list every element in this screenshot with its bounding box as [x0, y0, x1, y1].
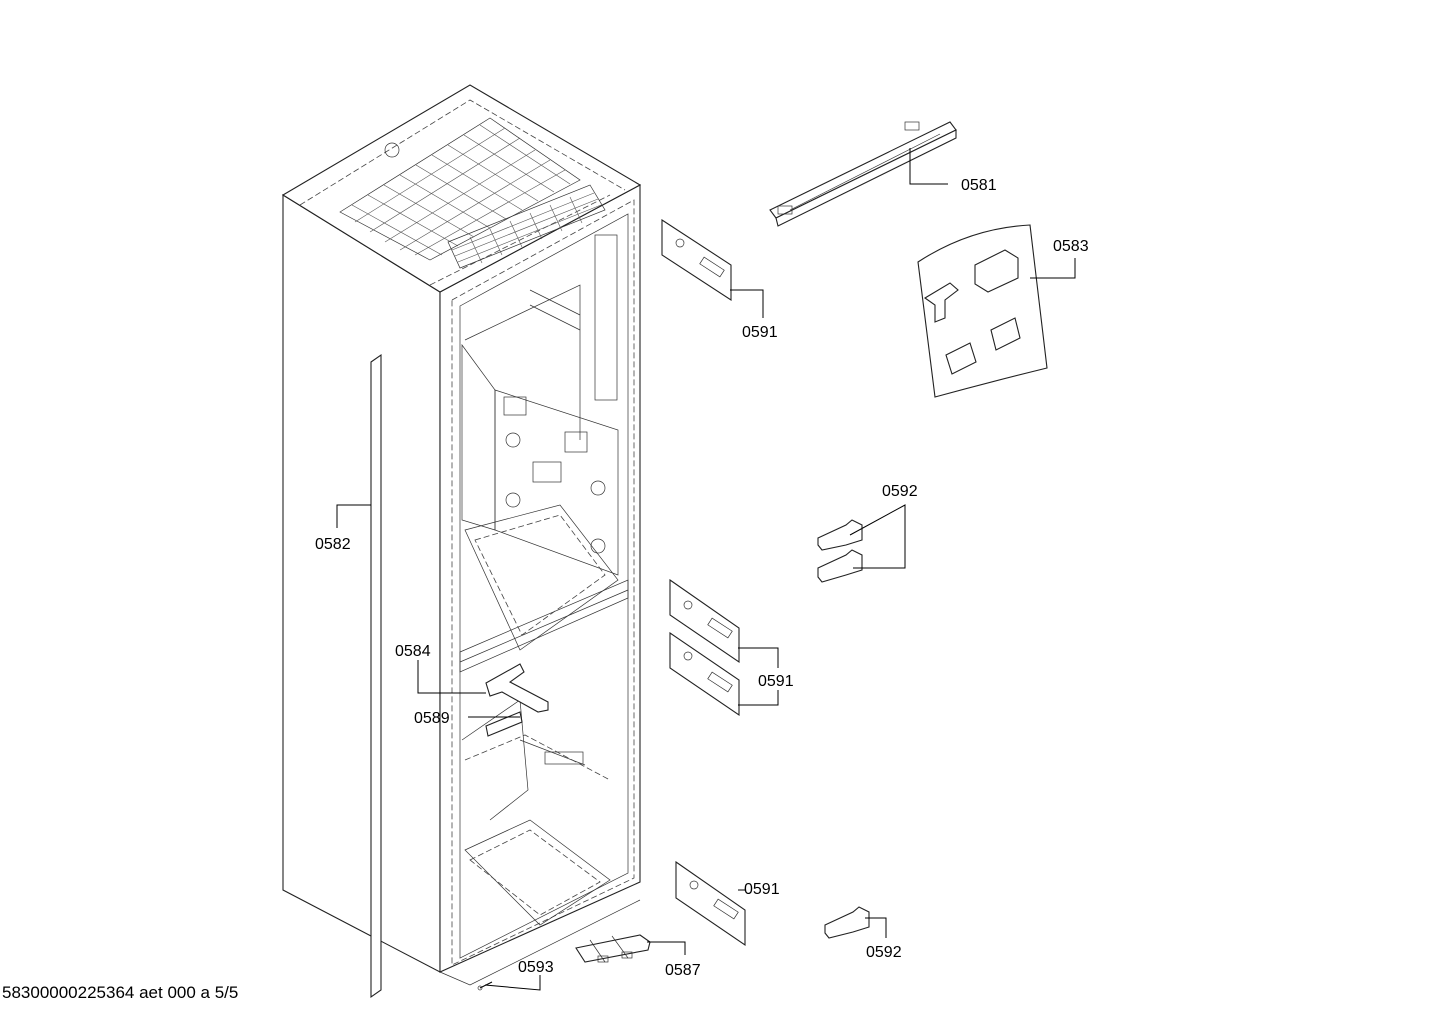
part-0591-hinge-plate-mid2: [669, 631, 740, 717]
part-0592-stopper-upper-a: [817, 519, 863, 551]
part-0591-hinge-plate-low: [675, 860, 746, 947]
top-grid-panel: [339, 117, 581, 261]
label-0592-low: 0592: [866, 944, 902, 961]
part-0581-top-rail: [769, 121, 957, 227]
part-0582-vertical-strip: [370, 353, 382, 999]
condenser-mesh: [447, 184, 606, 269]
part-0584-hinge: [485, 663, 549, 713]
part-0591-hinge-plate-top: [661, 218, 732, 302]
label-0592-upper: 0592: [882, 483, 918, 500]
label-0591-mid: 0591: [758, 673, 794, 690]
document-id-footer: 58300000225364 aet 000 a 5/5: [2, 983, 238, 1002]
label-0581: 0581: [961, 177, 997, 194]
part-0592-stopper-low: [824, 906, 870, 939]
label-0593: 0593: [518, 959, 554, 976]
part-labels: 0581 0583 0591 0582 0592 0584 0591 0589 …: [315, 177, 1089, 979]
refrigerator-cabinet: [281, 84, 642, 986]
label-0591-top: 0591: [742, 324, 778, 341]
part-0591-hinge-plate-mid1: [669, 578, 740, 664]
label-0591-low: 0591: [744, 881, 780, 898]
label-0589: 0589: [414, 710, 450, 727]
label-0583: 0583: [1053, 238, 1089, 255]
part-0593-screw: [477, 981, 493, 991]
label-0587: 0587: [665, 962, 701, 979]
label-0584: 0584: [395, 643, 431, 660]
leader-lines: [336, 148, 1076, 991]
part-0583-pad-sheet: [917, 224, 1048, 398]
label-0582: 0582: [315, 536, 351, 553]
part-0587-bottom-bracket: [575, 934, 651, 963]
part-0592-stopper-upper-b: [817, 549, 863, 583]
